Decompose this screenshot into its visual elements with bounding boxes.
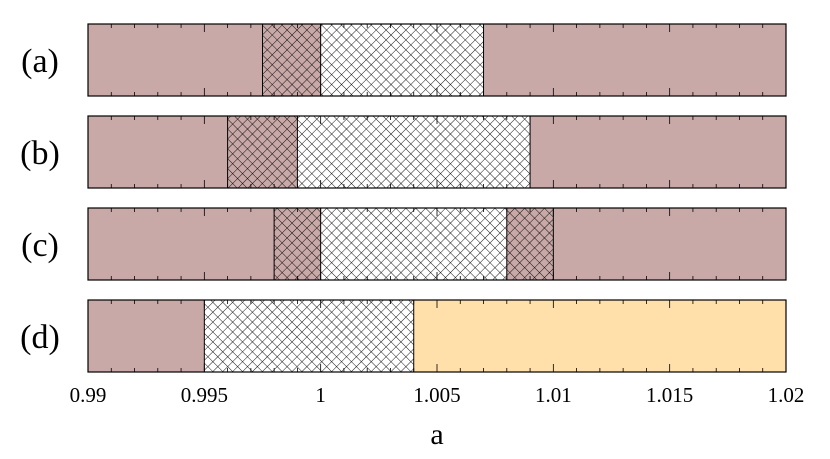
x-tick-label: 0.99 — [70, 383, 107, 407]
panel-label: (b) — [20, 135, 60, 172]
segment-1 — [88, 208, 275, 280]
segment-4 — [483, 24, 786, 96]
segment-3-hatch — [320, 24, 484, 96]
segment-1 — [88, 300, 205, 372]
segment-1 — [88, 24, 263, 96]
panel-label: (a) — [21, 43, 59, 80]
x-tick-label: 1.02 — [768, 383, 805, 407]
panel-b: (b) — [20, 115, 787, 189]
segment-2-hatch — [227, 116, 298, 188]
panel-frame — [87, 23, 787, 97]
segment-4-hatch — [506, 208, 554, 280]
segment-3-hatch — [320, 208, 507, 280]
panel-frame — [87, 207, 787, 281]
x-axis: 0.99 0.995 1 1.005 1.01 1.015 1.02 — [70, 383, 805, 407]
panel-d: (d) — [20, 299, 787, 373]
segment-1 — [88, 116, 228, 188]
x-tick-label: 1.01 — [535, 383, 572, 407]
x-tick-label: 0.995 — [181, 383, 228, 407]
panel-c: (c) — [21, 207, 787, 281]
x-axis-label: a — [430, 418, 443, 451]
segment-2-hatch — [204, 300, 414, 372]
segment-2-hatch — [262, 24, 321, 96]
segment-4 — [530, 116, 786, 188]
segment-3-hatch — [297, 116, 531, 188]
segment-2-hatch — [274, 208, 321, 280]
segment-5 — [553, 208, 786, 280]
x-tick-label: 1.005 — [413, 383, 460, 407]
segment-3 — [413, 300, 786, 372]
panels-group: (a) (b) (c) (d) — [20, 23, 787, 373]
x-tick-label: 1 — [315, 383, 326, 407]
panel-frame — [87, 115, 787, 189]
panel-label: (c) — [21, 227, 59, 264]
x-tick-label: 1.015 — [646, 383, 693, 407]
panel-label: (d) — [20, 319, 60, 356]
panel-frame — [87, 299, 787, 373]
panel-a: (a) — [21, 23, 787, 97]
